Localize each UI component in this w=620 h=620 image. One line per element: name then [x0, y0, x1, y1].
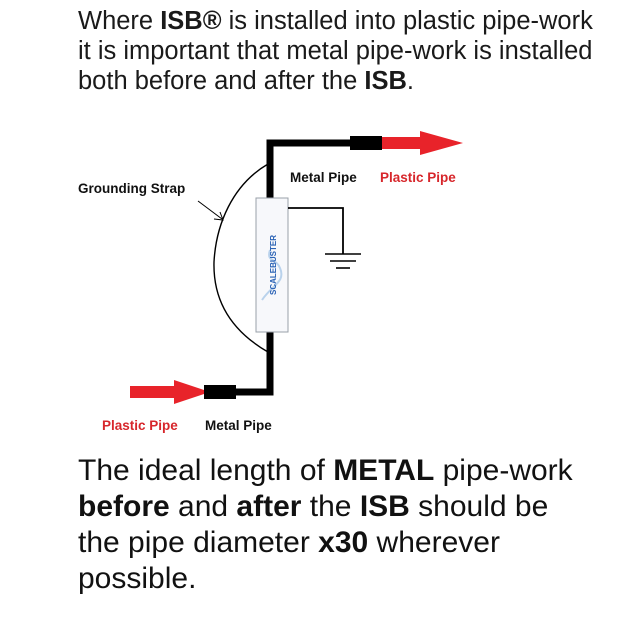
isb-device-label: SCALEBUSTER [269, 235, 278, 295]
conclusion-text-2: pipe-work [434, 454, 573, 487]
conclusion-bold-x30: x30 [318, 526, 369, 559]
bottom-metal-pipe-label: Metal Pipe [205, 418, 272, 433]
intro-text-2: is installed into plastic pipe-work it i… [78, 7, 593, 95]
conclusion-bold-metal: METAL [333, 454, 435, 487]
strap-pointer-head [213, 211, 224, 221]
isb-device-swirl [261, 249, 283, 301]
plastic-pipe-top-arrowhead [420, 131, 463, 155]
conclusion-text-1: The ideal length of [78, 454, 334, 487]
strap-pointer-line [197, 200, 223, 220]
metal-fitting-top [350, 136, 382, 150]
intro-bold-isb-registered: ISB® [160, 7, 222, 35]
intro-text-1: Where [78, 7, 161, 35]
bottom-plastic-pipe-label: Plastic Pipe [102, 418, 178, 433]
top-metal-pipe-label: Metal Pipe [290, 170, 357, 185]
conclusion-text-3: and [169, 490, 237, 523]
intro-text-3: . [406, 67, 414, 95]
conclusion-paragraph: The ideal length of METAL pipe-work befo… [78, 453, 598, 597]
isb-device-body [255, 197, 289, 333]
conclusion-text-6: wherever possible. [78, 526, 500, 595]
conclusion-text-5: should be the pipe diameter [78, 490, 549, 559]
plastic-pipe-bottom-arrowhead [174, 380, 210, 404]
conclusion-text-4: the [301, 490, 360, 523]
intro-paragraph: Where ISB® is installed into plastic pip… [78, 6, 598, 96]
top-plastic-pipe-label: Plastic Pipe [380, 170, 456, 185]
conclusion-bold-isb: ISB [359, 490, 410, 523]
grounding-strap-label: Grounding Strap [78, 181, 185, 196]
earth-wire [288, 207, 344, 254]
conclusion-bold-after: after [236, 490, 302, 523]
plastic-pipe-bottom [130, 386, 176, 398]
intro-bold-isb: ISB [364, 67, 407, 95]
plastic-pipe-top [380, 137, 422, 149]
metal-fitting-bottom [204, 385, 236, 399]
grounding-strap [213, 163, 269, 353]
conclusion-bold-before: before [78, 490, 170, 523]
